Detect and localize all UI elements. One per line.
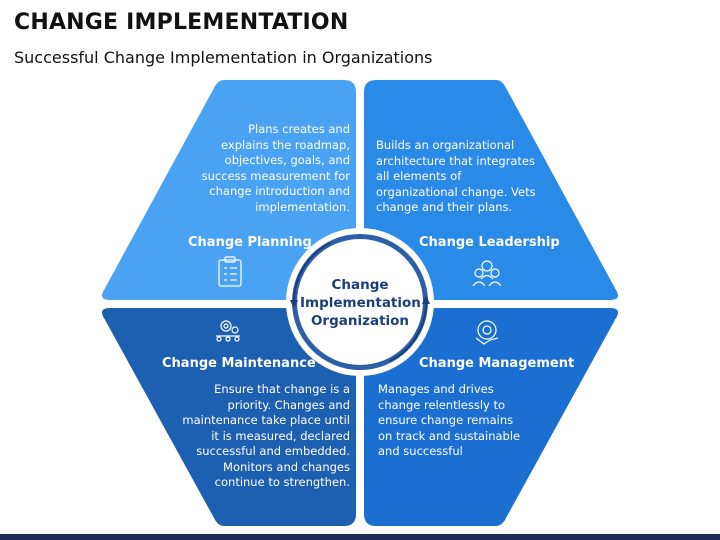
planning-line: Plans creates and xyxy=(248,122,350,136)
planning-line: success measurement for xyxy=(201,168,350,183)
cycle-arrows-icon xyxy=(292,242,428,362)
planning-title: Change Planning xyxy=(188,235,312,250)
leadership-line: architecture that integrates xyxy=(376,153,535,168)
arrow-head-left xyxy=(290,300,298,309)
quadrant-leadership-shape xyxy=(364,80,618,300)
center-label: Change Implementation Organization xyxy=(300,276,421,330)
management-line: change relentlessly to xyxy=(378,397,506,412)
planning-line: implementation. xyxy=(255,199,350,214)
clipboard-checklist-icon xyxy=(218,256,242,287)
planning-line: explains the roadmap, xyxy=(221,137,350,152)
quadrant-maintenance-shape xyxy=(102,308,356,526)
management-description: Manages and drives change relentlessly t… xyxy=(378,382,558,460)
leadership-line: Builds an organizational xyxy=(376,138,515,152)
maintenance-line: successful and embedded. xyxy=(196,444,350,458)
maintenance-line: Ensure that change is a xyxy=(214,382,350,396)
footer-bar xyxy=(0,534,720,540)
center-label-line-1: Change xyxy=(331,277,389,293)
team-leader-icon xyxy=(472,260,502,287)
maintenance-line: priority. Changes and xyxy=(227,397,350,412)
quadrant-planning-shape xyxy=(102,80,356,300)
management-line: ensure change remains xyxy=(378,413,514,427)
leadership-line: all elements of xyxy=(376,169,462,183)
management-line: on track and sustainable xyxy=(378,428,521,443)
page-subtitle: Successful Change Implementation in Orga… xyxy=(14,48,433,67)
maintenance-title: Change Maintenance xyxy=(162,356,316,371)
center-inner-circle xyxy=(297,239,423,365)
maintenance-line: maintenance take place until xyxy=(182,413,350,427)
maintenance-line: it is measured, declared xyxy=(211,428,350,443)
maintenance-line: Monitors and changes xyxy=(223,459,350,474)
arrow-head-right xyxy=(422,295,430,304)
maintenance-line: continue to strengthen. xyxy=(214,475,350,489)
gears-conveyor-icon xyxy=(216,320,240,342)
management-line: and successful xyxy=(378,444,463,458)
center-label-line-3: Organization xyxy=(310,313,410,329)
management-title: Change Management xyxy=(419,356,575,371)
leadership-line: organizational change. Vets xyxy=(376,184,536,199)
quadrant-management-shape xyxy=(364,308,618,526)
planning-line: objectives, goals, and xyxy=(224,153,350,167)
leadership-description: Builds an organizational architecture th… xyxy=(376,138,566,216)
handshake-gear-icon xyxy=(475,320,499,345)
planning-line: change introduction and xyxy=(209,184,350,198)
page-title: CHANGE IMPLEMENTATION xyxy=(14,10,349,35)
leadership-title: Change Leadership xyxy=(419,235,560,250)
maintenance-description: Ensure that change is a priority. Change… xyxy=(160,382,350,491)
planning-description: Plans creates and explains the roadmap, … xyxy=(180,122,350,215)
leadership-line: change and their plans. xyxy=(376,200,513,214)
management-line: Manages and drives xyxy=(378,382,494,396)
center-label-line-2: Implementation xyxy=(300,295,421,311)
